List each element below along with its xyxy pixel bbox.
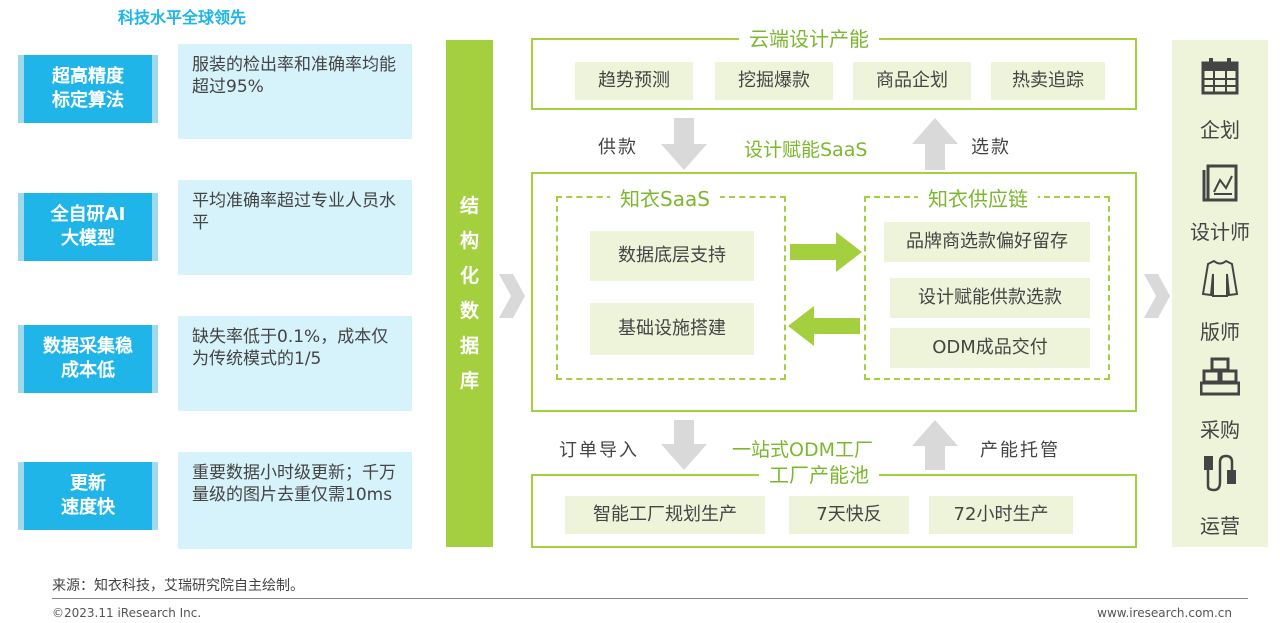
badge-line: 超高精度 — [52, 66, 124, 87]
role-label-operations: 运营 — [1200, 514, 1240, 538]
supply-chain-item: ODM成品交付 — [890, 328, 1090, 368]
feature-badge-data-collection: 数据采集稳成本低 — [18, 325, 158, 393]
cloud-item: 商品企划 — [853, 62, 971, 100]
structured-database-bar: 结 构 化 数 据 库 — [446, 40, 493, 547]
vbar-char: 据 — [459, 334, 479, 357]
factory-frame: 工厂产能池 智能工厂规划生产 7天快反 72小时生产 — [531, 462, 1137, 548]
factory-item: 智能工厂规划生产 — [565, 496, 765, 534]
boxes-icon — [1200, 357, 1240, 396]
badge-line: 大模型 — [60, 228, 115, 249]
cloud-design-frame: 云端设计产能 趋势预测 挖掘爆款 商品企划 热卖追踪 — [531, 26, 1137, 110]
badge-line: 速度快 — [61, 497, 115, 518]
supply-label: 供款 — [598, 137, 638, 158]
factory-title: 工厂产能池 — [759, 462, 879, 488]
footer-divider — [52, 598, 1248, 599]
feature-desc-data-collection: 缺失率低于0.1%，成本仅为传统模式的1/5 — [178, 316, 412, 411]
cloud-item: 挖掘爆款 — [715, 62, 833, 100]
feature-badge-precision: 超高精度标定算法 — [18, 55, 158, 123]
vbar-char: 数 — [459, 299, 479, 322]
arrow-left-icon — [788, 306, 860, 346]
copyright: ©2023.11 iResearch Inc. — [52, 606, 202, 620]
cloud-item: 热卖追踪 — [991, 62, 1105, 100]
roles-column: 企划 设计师 版师 采购 运营 — [1172, 40, 1268, 547]
factory-item: 72小时生产 — [929, 496, 1073, 534]
section-title: 科技水平全球领先 — [118, 8, 247, 27]
feature-desc-precision: 服装的检出率和准确率均能超过95% — [178, 44, 412, 139]
saas-item: 基础设施搭建 — [590, 303, 754, 355]
supply-chain-title: 知衣供应链 — [918, 186, 1038, 212]
capacity-hosting-label: 产能托管 — [980, 440, 1060, 461]
saas-item: 数据底层支持 — [590, 231, 754, 281]
badge-line: 成本低 — [61, 360, 115, 381]
badge-line: 全自研AI — [50, 204, 126, 225]
cable-icon — [1204, 454, 1236, 492]
saas-center-label: 设计赋能SaaS — [744, 139, 868, 161]
center-frame — [531, 172, 1137, 412]
arrow-up-icon — [912, 420, 958, 470]
cloud-design-title: 云端设计产能 — [739, 26, 879, 52]
feature-badge-update-speed: 更新速度快 — [18, 462, 158, 530]
select-label: 选款 — [971, 137, 1011, 158]
source-note: 来源：知衣科技，艾瑞研究院自主绘制。 — [52, 578, 304, 594]
badge-line: 更新 — [70, 473, 106, 494]
calendar-icon — [1201, 58, 1239, 95]
factory-item: 7天快反 — [789, 496, 909, 534]
supply-chain-item: 品牌商选款偏好留存 — [884, 222, 1090, 262]
role-label-planning: 企划 — [1200, 118, 1240, 142]
arrow-up-icon — [912, 118, 958, 170]
vbar-char: 库 — [459, 369, 479, 392]
feature-desc-update-speed: 重要数据小时级更新；千万量级的图片去重仅需10ms — [178, 452, 412, 549]
order-import-label: 订单导入 — [559, 440, 639, 461]
vbar-char: 构 — [459, 229, 479, 252]
badge-line: 标定算法 — [52, 90, 124, 111]
vbar-char: 结 — [459, 194, 479, 217]
feature-desc-ai-model: 平均准确率超过专业人员水平 — [178, 180, 412, 275]
role-label-purchasing: 采购 — [1200, 418, 1240, 442]
vbar-char: 化 — [459, 264, 479, 287]
role-label-pattern-maker: 版师 — [1200, 320, 1240, 344]
chevron-right-icon — [1144, 274, 1170, 318]
saas-title: 知衣SaaS — [610, 186, 720, 212]
badge-line: 数据采集稳 — [43, 336, 133, 357]
feature-badge-ai-model: 全自研AI 大模型 — [18, 193, 158, 261]
supply-chain-item: 设计赋能供款选款 — [890, 278, 1090, 318]
arrow-down-icon — [661, 420, 707, 470]
cloud-item: 趋势预测 — [575, 62, 693, 100]
chevron-right-icon — [499, 274, 525, 318]
odm-center-label: 一站式ODM工厂 — [732, 439, 873, 461]
shirt-icon — [1201, 259, 1239, 297]
arrow-down-icon — [661, 118, 707, 170]
arrow-right-icon — [790, 232, 862, 272]
website-url: www.iresearch.com.cn — [1097, 606, 1232, 620]
role-label-designer: 设计师 — [1190, 220, 1250, 244]
sketch-icon — [1202, 164, 1238, 202]
